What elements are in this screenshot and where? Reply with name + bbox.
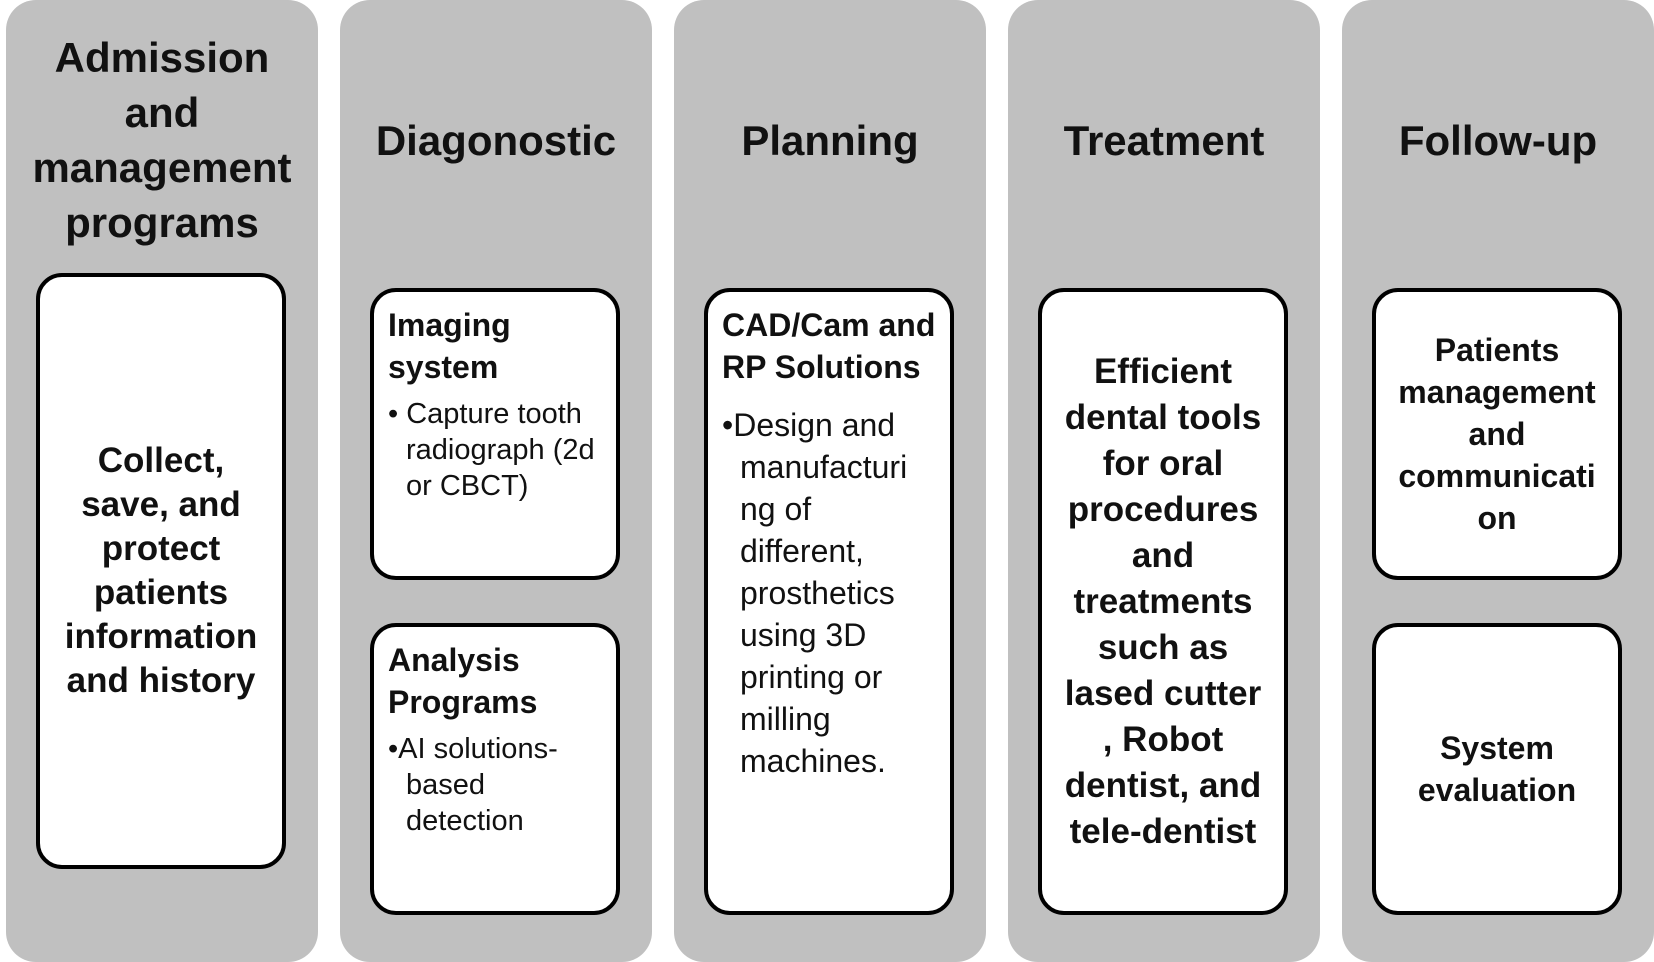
cad-cam-box: CAD/Cam and RP Solutions •Design and man… — [704, 288, 954, 915]
patients-management-box: Patients management and communicati on — [1372, 288, 1622, 580]
treatment-box: Efficient dental tools for oral procedur… — [1038, 288, 1288, 915]
box-text: Patients management and communicati on — [1398, 332, 1596, 536]
box-text: Efficient dental tools for oral procedur… — [1064, 351, 1262, 851]
box-text: Collect, save, and protect patients info… — [64, 441, 258, 700]
column-heading: Planning — [741, 116, 919, 164]
box-title: CAD/Cam and RP Solutions — [722, 307, 936, 385]
box-title: Imaging system — [388, 307, 511, 385]
imaging-system-box: Imaging system • Capture tooth radiograp… — [370, 288, 620, 580]
column-heading: Treatment — [1063, 116, 1265, 164]
column-diagnostic: Diagonostic Imaging system • Capture too… — [340, 0, 652, 962]
admission-box: Collect, save, and protect patients info… — [36, 273, 286, 869]
box-bullet: • Capture tooth radiograph (2d or CBCT) — [388, 398, 595, 502]
analysis-programs-box: Analysis Programs •AI solutions-based de… — [370, 623, 620, 915]
column-planning: Planning CAD/Cam and RP Solutions •Desig… — [674, 0, 986, 962]
column-follow-up: Follow-up Patients management and commun… — [1342, 0, 1654, 962]
box-bullet: •Design and manufacturi ng of different,… — [722, 407, 908, 779]
column-treatment: Treatment Efficient dental tools for ora… — [1008, 0, 1320, 962]
box-text: System evaluation — [1417, 730, 1577, 808]
column-heading: Follow-up — [1398, 116, 1598, 164]
column-admission: Admission and management programs Collec… — [6, 0, 318, 962]
box-bullet: •AI solutions-based detection — [388, 733, 558, 837]
column-heading: Diagonostic — [375, 116, 617, 164]
column-heading: Admission and management programs — [32, 34, 292, 246]
box-title: Analysis Programs — [388, 642, 538, 720]
system-evaluation-box: System evaluation — [1372, 623, 1622, 915]
